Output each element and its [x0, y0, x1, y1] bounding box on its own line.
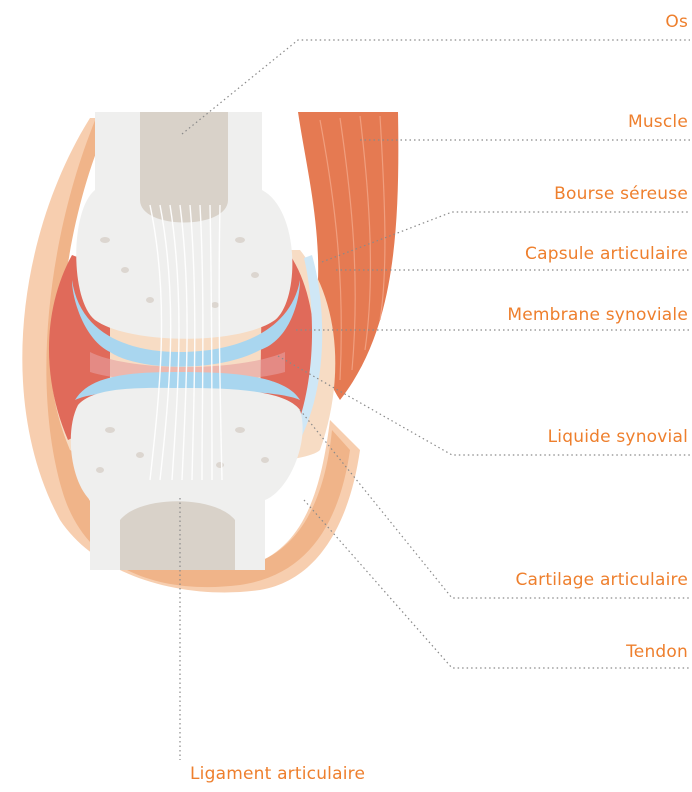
label-bourse-sereuse: Bourse séreuse: [554, 184, 688, 204]
label-os: Os: [665, 12, 688, 32]
upper-bone-marrow: [140, 112, 228, 223]
label-ligament-articulaire: Ligament articulaire: [190, 764, 365, 784]
label-cartilage-articulaire: Cartilage articulaire: [515, 570, 688, 590]
label-tendon: Tendon: [626, 642, 688, 662]
label-muscle: Muscle: [628, 112, 688, 132]
lower-bone-marrow: [120, 501, 235, 570]
label-membrane-synoviale: Membrane synoviale: [507, 305, 688, 325]
label-capsule-articulaire: Capsule articulaire: [525, 244, 688, 264]
label-liquide-synovial: Liquide synovial: [548, 427, 688, 447]
